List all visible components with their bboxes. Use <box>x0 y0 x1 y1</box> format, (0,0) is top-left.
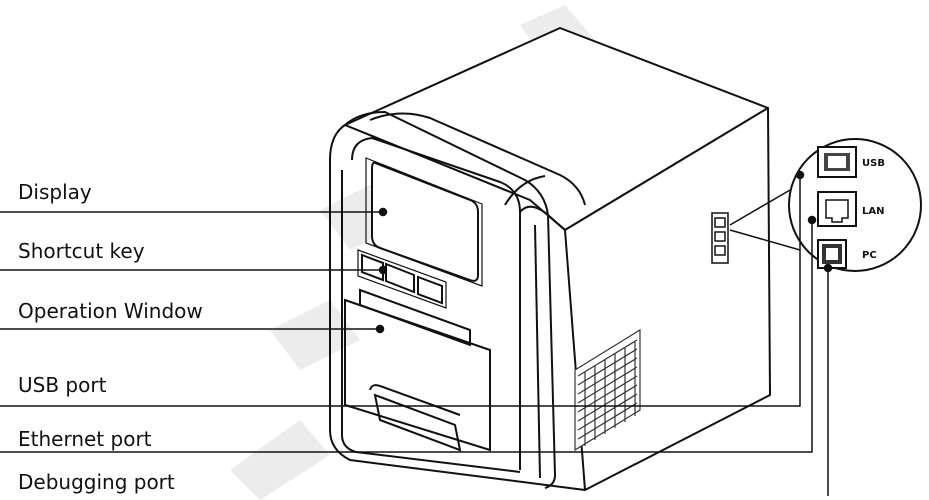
lan-port-label: LAN <box>862 206 884 217</box>
callout-line-usb <box>0 175 801 407</box>
callout-dot-shortcut <box>378 265 388 275</box>
callout-line-ethernet <box>0 220 813 453</box>
callout-dot-operation <box>375 324 385 334</box>
callout-label-display: Display <box>18 180 92 204</box>
shortcut-keys <box>357 249 447 309</box>
pc-port-label: PC <box>862 250 877 261</box>
callout-dot-debugging <box>823 263 833 273</box>
callout-label-debugging: Debugging port <box>18 470 175 494</box>
display-screen <box>365 157 483 287</box>
callout-lines <box>0 170 833 496</box>
vent-grille <box>574 328 641 452</box>
callout-label-usb: USB port <box>18 373 107 397</box>
callout-dot-usb <box>795 170 805 180</box>
callout-label-shortcut: Shortcut key <box>18 239 145 263</box>
zoom-leader <box>729 189 801 251</box>
port-panel-zoom: USB LAN PC <box>788 138 922 272</box>
usb-port-label: USB <box>862 158 885 169</box>
callout-dot-display <box>378 207 388 217</box>
side-port-cluster <box>711 212 729 264</box>
operation-window <box>344 288 491 452</box>
callout-dot-ethernet <box>807 215 817 225</box>
callout-label-ethernet: Ethernet port <box>18 427 152 451</box>
callout-label-operation: Operation Window <box>18 299 203 323</box>
